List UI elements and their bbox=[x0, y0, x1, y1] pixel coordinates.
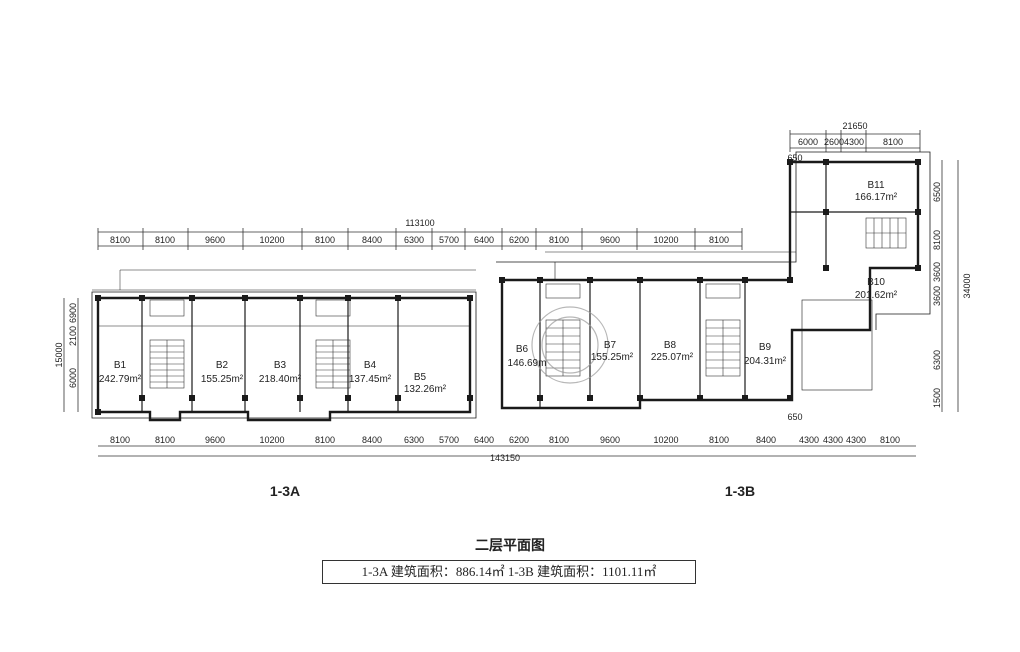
unit-area: 132.26m² bbox=[404, 384, 447, 395]
unit-area: 225.07m² bbox=[651, 352, 694, 363]
dim-label: 9600 bbox=[205, 235, 225, 245]
dim-label: 6200 bbox=[509, 435, 529, 445]
dimension-lines bbox=[63, 133, 959, 457]
unit-name: B10 bbox=[867, 277, 885, 288]
unit-name: B1 bbox=[114, 360, 127, 371]
dim-label: 4300 bbox=[823, 435, 843, 445]
dim-label: 5700 bbox=[439, 235, 459, 245]
top-dim-labels-a: 113100 8100 8100 9600 10200 8100 8400 63… bbox=[110, 218, 729, 245]
unit-name: B3 bbox=[274, 360, 287, 371]
dim-label: 8100 bbox=[110, 235, 130, 245]
building-b-label: 1-3B bbox=[725, 483, 755, 499]
unit-name: B9 bbox=[759, 342, 772, 353]
left-dim-labels: 6900 2100 6000 15000 bbox=[54, 303, 78, 388]
dim-label: 8400 bbox=[362, 435, 382, 445]
unit-name: B8 bbox=[664, 340, 677, 351]
unit-name: B7 bbox=[604, 340, 617, 351]
unit-area: 137.45m² bbox=[349, 374, 392, 385]
right-dim-labels: 6500 8100 3600 3600 6300 1500 34000 bbox=[932, 182, 972, 408]
dim-label: 6000 bbox=[68, 368, 78, 388]
dim-label: 8100 bbox=[155, 435, 175, 445]
unit-name: B4 bbox=[364, 360, 377, 371]
unit-area: 166.17m² bbox=[855, 192, 898, 203]
dim-label: 5700 bbox=[439, 435, 459, 445]
building-b-walls bbox=[496, 151, 931, 410]
dim-label: 9600 bbox=[205, 435, 225, 445]
dim-label: 143150 bbox=[490, 453, 520, 463]
unit-area: 146.69m bbox=[508, 358, 547, 369]
dim-label: 3600 bbox=[932, 286, 942, 306]
dim-label: 2600 bbox=[824, 137, 844, 147]
dim-label: 650 bbox=[787, 412, 802, 422]
stairs-b bbox=[545, 217, 907, 377]
top-dim-ticks bbox=[97, 130, 921, 250]
unit-area: 155.25m² bbox=[591, 352, 634, 363]
building-a-label: 1-3A bbox=[270, 483, 300, 499]
dim-label: 8100 bbox=[155, 235, 175, 245]
bottom-dim-labels: 8100 8100 9600 10200 8100 8400 6300 5700… bbox=[110, 412, 900, 463]
unit-area: 155.25m² bbox=[201, 374, 244, 385]
dim-label: 8400 bbox=[756, 435, 776, 445]
dim-label: 8100 bbox=[880, 435, 900, 445]
dim-label: 8400 bbox=[362, 235, 382, 245]
dim-label: 8100 bbox=[549, 235, 569, 245]
dim-label: 8100 bbox=[932, 230, 942, 250]
building-a-walls bbox=[91, 269, 477, 422]
building-labels: 1-3A 1-3B bbox=[270, 483, 755, 499]
dim-label: 10200 bbox=[653, 235, 678, 245]
dim-label: 15000 bbox=[54, 342, 64, 367]
dim-label: 6500 bbox=[932, 182, 942, 202]
dim-label: 6900 bbox=[68, 303, 78, 323]
drawing-title: 二层平面图 bbox=[475, 538, 545, 554]
dim-label: 8100 bbox=[883, 137, 903, 147]
dim-label: 9600 bbox=[600, 235, 620, 245]
unit-name: B6 bbox=[516, 344, 529, 355]
dim-label: 6000 bbox=[798, 137, 818, 147]
unit-area: 204.31m² bbox=[744, 356, 787, 367]
dim-label: 8100 bbox=[709, 235, 729, 245]
watermark-logo bbox=[531, 306, 609, 384]
top-dim-labels-b: 21650 6000 2600 4300 8100 650 bbox=[787, 121, 903, 163]
dim-label: 6400 bbox=[474, 235, 494, 245]
dim-label: 8100 bbox=[110, 435, 130, 445]
dim-label: 650 bbox=[787, 153, 802, 163]
dim-label: 21650 bbox=[842, 121, 867, 131]
dim-label: 34000 bbox=[962, 273, 972, 298]
dim-label: 9600 bbox=[600, 435, 620, 445]
unit-labels: B1 242.79m² B2 155.25m² B3 218.40m² B4 1… bbox=[99, 180, 898, 395]
dim-label: 4300 bbox=[799, 435, 819, 445]
dim-label: 6400 bbox=[474, 435, 494, 445]
dim-label: 8100 bbox=[549, 435, 569, 445]
dim-label: 8100 bbox=[315, 235, 335, 245]
unit-area: 218.40m² bbox=[259, 374, 302, 385]
unit-name: B11 bbox=[867, 180, 884, 191]
columns bbox=[95, 159, 921, 415]
dim-label: 10200 bbox=[653, 435, 678, 445]
dim-label: 6300 bbox=[404, 235, 424, 245]
dim-label: 2100 bbox=[68, 326, 78, 346]
dim-label: 6300 bbox=[404, 435, 424, 445]
dim-label: 4300 bbox=[844, 137, 864, 147]
unit-area: 201.62m² bbox=[855, 290, 898, 301]
unit-area: 242.79m² bbox=[99, 374, 142, 385]
dim-label: 113100 bbox=[405, 218, 434, 228]
dim-label: 3600 bbox=[932, 262, 942, 282]
dim-label: 6300 bbox=[932, 350, 942, 370]
dim-label: 8100 bbox=[709, 435, 729, 445]
area-summary: 1-3A 建筑面积：886.14㎡ 1-3B 建筑面积：1101.11㎡ bbox=[322, 560, 696, 584]
dim-label: 10200 bbox=[259, 235, 284, 245]
unit-name: B5 bbox=[414, 372, 427, 383]
stairs-a bbox=[149, 299, 351, 389]
dim-label: 1500 bbox=[932, 388, 942, 408]
dim-label: 6200 bbox=[509, 235, 529, 245]
dim-label: 10200 bbox=[259, 435, 284, 445]
unit-name: B2 bbox=[216, 360, 229, 371]
dim-label: 8100 bbox=[315, 435, 335, 445]
dim-label: 4300 bbox=[846, 435, 866, 445]
